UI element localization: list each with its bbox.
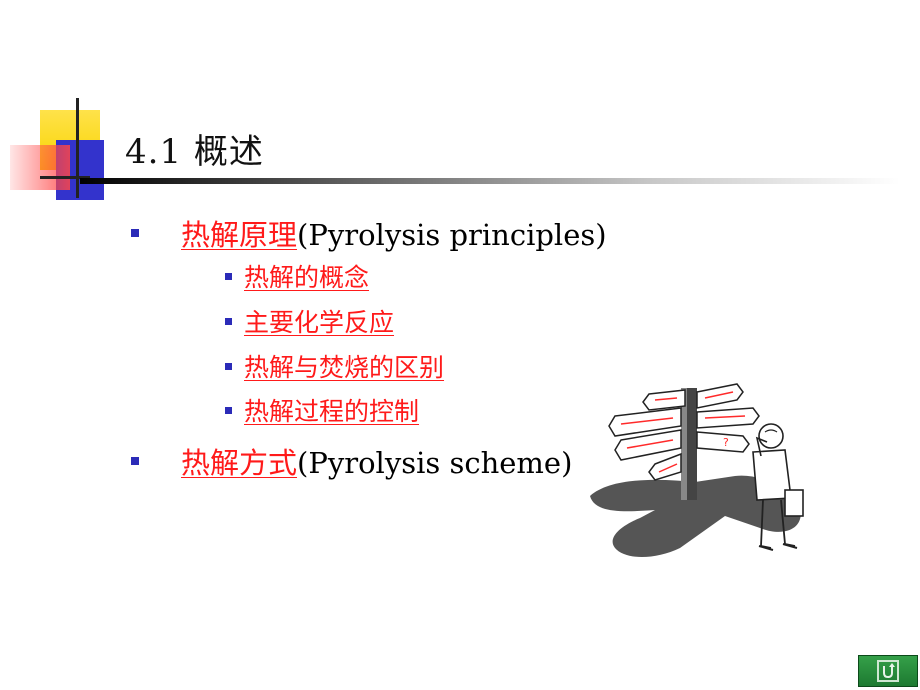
bullet-square-icon [225,363,232,370]
link-pyrolysis-concept[interactable]: 热解的概念 [244,263,370,292]
bullet-square-icon [131,457,139,465]
bullet-square-icon [225,318,232,325]
item-suffix: (Pyrolysis scheme) [297,446,573,480]
slide-title: 4.1 概述 [125,132,264,172]
horizontal-line-decoration [40,176,90,179]
bullet-square-icon [225,273,232,280]
list-item: 热解的概念 [244,258,369,294]
list-item: 热解过程的控制 [244,392,419,428]
link-process-control[interactable]: 热解过程的控制 [244,397,420,426]
vertical-line-decoration [76,98,79,198]
signpost-confused-man-icon: ? [590,383,804,557]
red-square-decoration [10,145,70,190]
link-pyrolysis-scheme[interactable]: 热解方式 [181,446,298,480]
list-item: 热解方式(Pyrolysis scheme) [181,440,572,482]
link-pyrolysis-principles[interactable]: 热解原理 [181,218,298,252]
bullet-square-icon [131,229,139,237]
return-button[interactable] [858,655,918,687]
question-mark: ? [723,436,729,449]
list-item: 主要化学反应 [244,303,394,339]
title-divider [80,178,900,184]
list-item: 热解原理(Pyrolysis principles) [181,212,607,254]
item-suffix: (Pyrolysis principles) [297,218,607,252]
link-pyrolysis-vs-incineration[interactable]: 热解与焚烧的区别 [244,353,445,382]
bullet-square-icon [225,407,232,414]
link-main-reactions[interactable]: 主要化学反应 [244,308,395,337]
return-arrow-icon [877,660,899,682]
list-item: 热解与焚烧的区别 [244,348,444,384]
